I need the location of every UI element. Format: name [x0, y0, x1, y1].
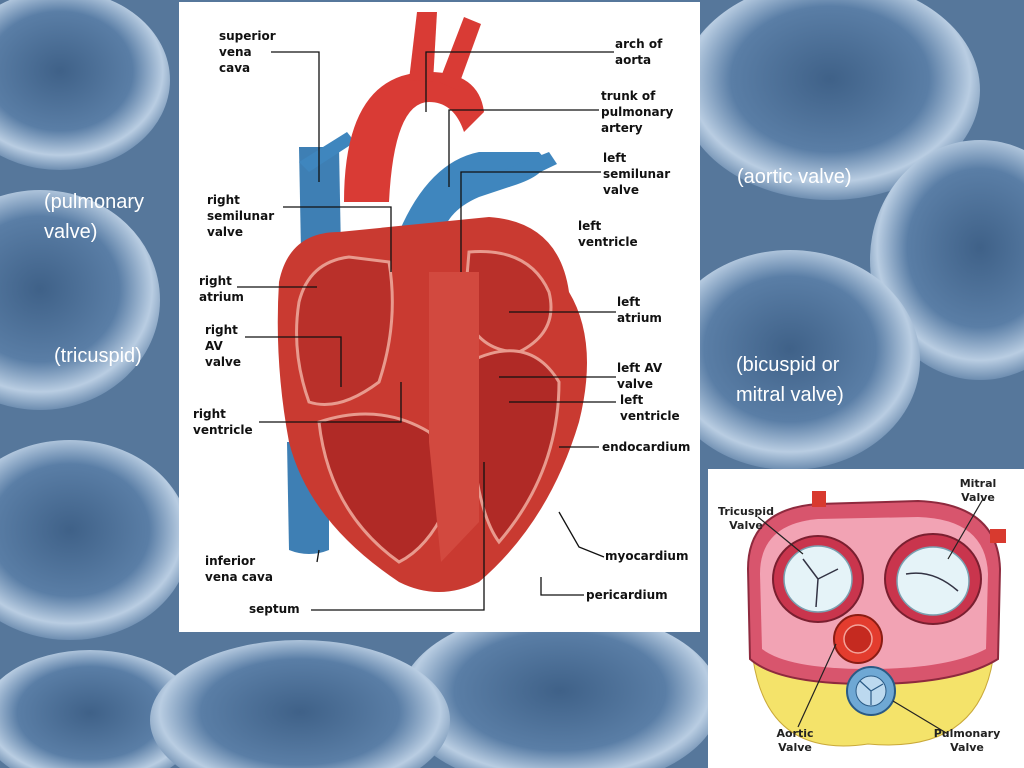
caption-aortic-valve: (aortic valve) — [737, 166, 852, 188]
aorta-vessel — [344, 72, 484, 202]
valve-diagram-panel: Tricuspid Valve Mitral Valve Aortic Valv… — [708, 469, 1024, 768]
blood-cell — [660, 250, 920, 470]
label-pulmonary-valve: Pulmonary Valve — [933, 727, 1001, 754]
label-pericardium: pericardium — [586, 588, 668, 602]
label-endocardium: endocardium — [602, 440, 691, 454]
label-right-semilunar-valve: right semilunar valve — [207, 193, 275, 239]
label-aortic-valve: Aortic Valve — [776, 727, 814, 754]
label-right-av-valve: right AV valve — [205, 323, 241, 369]
label-left-av-valve: left AV valve — [617, 361, 663, 391]
label-arch-of-aorta: arch of aorta — [615, 37, 663, 67]
label-mitral-valve: Mitral Valve — [959, 477, 997, 504]
heart-diagram-panel: superior vena cava arch of aorta trunk o… — [179, 2, 700, 632]
blood-cell — [0, 0, 170, 170]
septum-wall — [429, 272, 479, 562]
blood-cell — [150, 640, 450, 768]
caption-bicuspid-mitral-valve: (bicuspid or mitral valve) — [736, 354, 844, 406]
label-left-ventricle-upper: left ventricle — [578, 219, 638, 249]
caption-tricuspid: (tricuspid) — [54, 345, 142, 367]
label-right-ventricle: right ventricle — [193, 407, 253, 437]
blood-cell — [0, 440, 190, 640]
label-right-atrium: right atrium — [199, 274, 244, 304]
label-inferior-vena-cava: inferior vena cava — [205, 554, 273, 584]
label-left-semilunar-valve: left semilunar valve — [603, 151, 671, 197]
blood-cell — [0, 650, 200, 768]
label-left-ventricle: left ventricle — [620, 393, 680, 423]
label-tricuspid-valve: Tricuspid Valve — [718, 505, 774, 532]
blood-cell — [680, 0, 980, 200]
heart-illustration — [237, 12, 616, 611]
caption-pulmonary-valve: (pulmonary valve) — [44, 191, 145, 243]
superior-vena-cava-vessel — [299, 147, 341, 252]
label-septum: septum — [249, 602, 300, 616]
blood-cell — [400, 610, 720, 768]
label-trunk-of-pulmonary-artery: trunk of pulmonary artery — [601, 89, 674, 135]
label-superior-vena-cava: superior vena cava — [219, 29, 276, 75]
valve-illustration — [746, 491, 1006, 747]
label-left-atrium: left atrium — [617, 295, 662, 325]
blood-cell — [0, 190, 160, 410]
label-myocardium: myocardium — [605, 549, 689, 563]
